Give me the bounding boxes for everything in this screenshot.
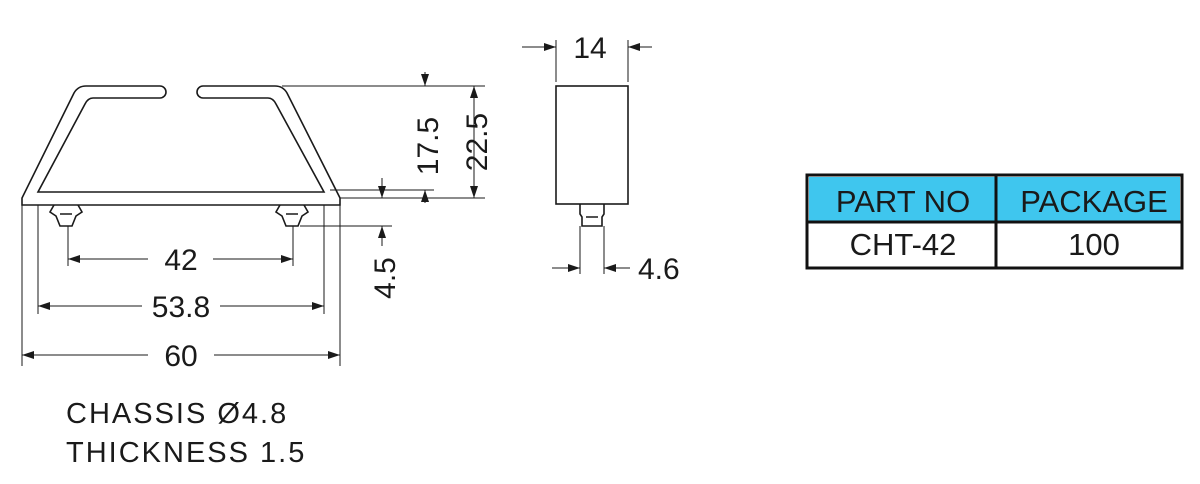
table-header-package: PACKAGE [1020, 184, 1168, 219]
holder-clip-right [274, 204, 310, 227]
dim-53-8: 53.8 [152, 291, 210, 324]
table-header-part-no: PART NO [836, 184, 970, 219]
dim-4-6: 4.6 [638, 253, 680, 286]
side-view-body [555, 85, 629, 205]
holder-wire-outer [21, 85, 341, 206]
dim-22-5: 22.5 [461, 113, 494, 171]
dim-17-5: 17.5 [412, 117, 445, 175]
side-view-pin [579, 204, 605, 227]
holder-front-view [21, 85, 341, 227]
holder-wire-inner [36, 97, 326, 193]
holder-side-view [522, 40, 652, 274]
note-thickness: THICKNESS 1.5 [66, 437, 306, 469]
part-table: PART NO PACKAGE CHT-42 100 [805, 173, 1184, 270]
note-chassis: CHASSIS Ø4.8 [66, 398, 288, 430]
vertical-dimension-lines [282, 72, 485, 246]
table-cell-part-no: CHT-42 [850, 227, 957, 262]
dim-42: 42 [164, 244, 197, 277]
horizontal-dimension-lines [21, 205, 341, 366]
dim-60: 60 [164, 340, 197, 373]
dim-14: 14 [573, 32, 606, 65]
holder-wire-end-left [159, 85, 167, 99]
table-cell-package: 100 [1068, 227, 1120, 262]
holder-wire-end-right [196, 85, 204, 99]
dim-4-5: 4.5 [369, 257, 402, 299]
holder-clip-left [48, 204, 84, 227]
